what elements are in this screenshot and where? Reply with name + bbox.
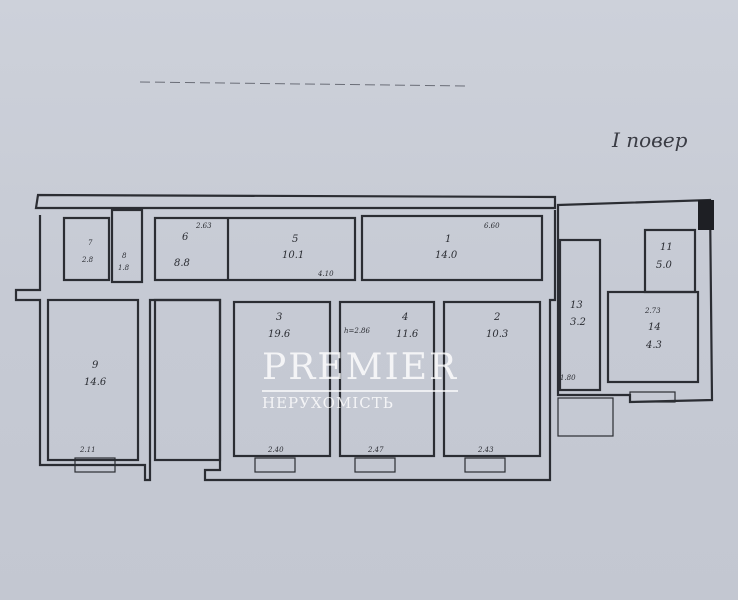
room-corridor bbox=[153, 298, 222, 462]
svg-text:2.47: 2.47 bbox=[367, 446, 384, 454]
outer-wall bbox=[14, 210, 557, 482]
floor-label: I повер bbox=[612, 128, 688, 152]
room-8 bbox=[110, 208, 144, 284]
chimney bbox=[698, 200, 714, 230]
svg-text:4.10: 4.10 bbox=[317, 270, 334, 278]
top-wall bbox=[34, 193, 557, 210]
svg-text:2: 2 bbox=[493, 312, 500, 323]
svg-text:2.8: 2.8 bbox=[81, 256, 94, 264]
watermark: PREMIER НЕРУХОМІСТЬ bbox=[262, 347, 459, 412]
room-4 bbox=[338, 300, 436, 458]
svg-text:1.8: 1.8 bbox=[118, 264, 130, 272]
svg-text:4: 4 bbox=[401, 312, 408, 323]
dimension-labels: 2.63 4.10 6.60 2.11 2.40 2.47 2.43 1.80 … bbox=[79, 222, 661, 454]
svg-text:6.60: 6.60 bbox=[484, 222, 500, 230]
svg-text:5.0: 5.0 bbox=[656, 260, 673, 271]
room-13 bbox=[558, 238, 602, 392]
svg-text:14.0: 14.0 bbox=[435, 250, 458, 261]
room-labels: 6 8.8 5 10.1 1 14.0 9 14.6 3 19.6 4 11.6 2 10.3… bbox=[81, 232, 673, 388]
room-2 bbox=[442, 300, 542, 458]
svg-text:14.6: 14.6 bbox=[84, 377, 107, 388]
svg-text:11.6: 11.6 bbox=[396, 329, 419, 340]
svg-text:13: 13 bbox=[570, 300, 583, 311]
room-3 bbox=[232, 300, 332, 458]
svg-text:4.3: 4.3 bbox=[645, 340, 662, 351]
svg-text:3.2: 3.2 bbox=[570, 317, 586, 328]
porch bbox=[557, 397, 614, 437]
svg-text:3: 3 bbox=[276, 312, 282, 323]
svg-text:10.3: 10.3 bbox=[486, 329, 508, 340]
watermark-subtitle: НЕРУХОМІСТЬ bbox=[262, 390, 459, 412]
guide-line bbox=[139, 81, 471, 87]
svg-text:10.1: 10.1 bbox=[282, 250, 304, 261]
room-7 bbox=[62, 216, 111, 282]
svg-text:6: 6 bbox=[182, 232, 189, 243]
svg-text:2.40: 2.40 bbox=[267, 446, 284, 454]
svg-text:14: 14 bbox=[648, 322, 661, 333]
svg-text:2.73: 2.73 bbox=[644, 307, 661, 315]
svg-text:5: 5 bbox=[292, 234, 298, 245]
room-1 bbox=[360, 214, 544, 282]
room-9 bbox=[46, 298, 140, 462]
svg-text:19.6: 19.6 bbox=[268, 329, 291, 340]
room-11 bbox=[643, 228, 697, 294]
svg-text:1.80: 1.80 bbox=[560, 374, 576, 382]
svg-text:h=2.86: h=2.86 bbox=[344, 327, 371, 335]
watermark-brand: PREMIER bbox=[262, 347, 459, 388]
svg-text:8.8: 8.8 bbox=[174, 258, 190, 269]
svg-text:9: 9 bbox=[92, 360, 99, 371]
svg-text:2.11: 2.11 bbox=[79, 446, 96, 454]
svg-text:8: 8 bbox=[122, 252, 127, 260]
svg-text:7: 7 bbox=[88, 239, 93, 247]
svg-text:11: 11 bbox=[660, 242, 673, 253]
room-6-5 bbox=[153, 216, 357, 282]
svg-text:2.43: 2.43 bbox=[477, 446, 494, 454]
windows bbox=[74, 391, 676, 473]
svg-text:2.63: 2.63 bbox=[195, 222, 212, 230]
room-14 bbox=[606, 290, 700, 384]
svg-text:1: 1 bbox=[445, 234, 451, 245]
